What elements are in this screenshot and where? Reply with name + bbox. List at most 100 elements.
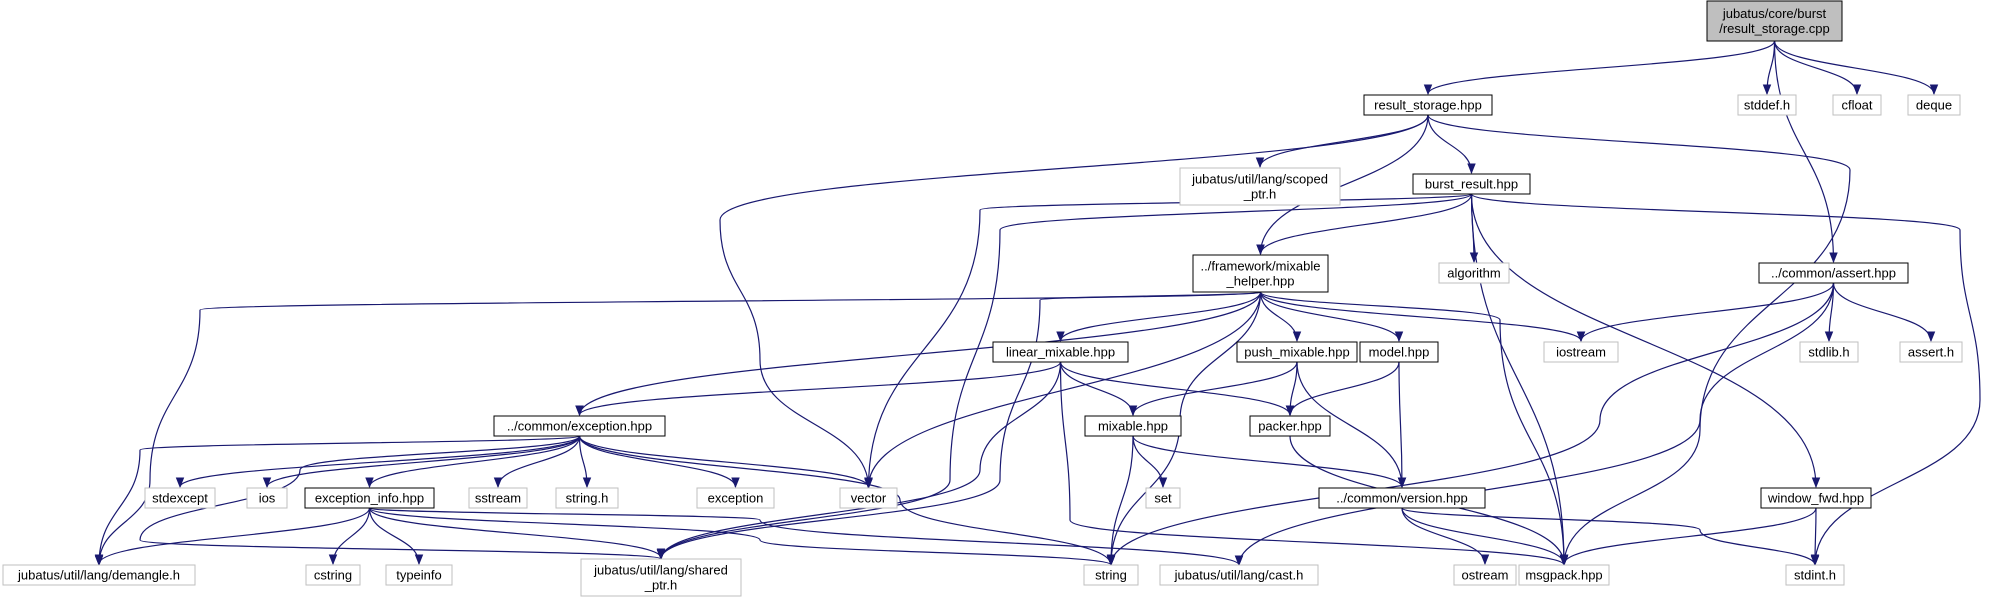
node-box — [1438, 262, 1510, 284]
node-label: exception — [708, 491, 764, 506]
node-box — [1359, 341, 1439, 363]
node-box — [1363, 94, 1493, 116]
node-label: ostream — [1462, 568, 1509, 583]
node-label: set — [1154, 491, 1172, 506]
node-version_hpp[interactable]: ../common/version.hpp — [1318, 487, 1486, 509]
node-label: packer.hpp — [1258, 419, 1322, 434]
node-ios: ios — [246, 487, 288, 509]
node-burst_result_hpp[interactable]: burst_result.hpp — [1412, 173, 1531, 195]
edge-burst_result_hpp-to-window_fwd_hpp — [1470, 193, 1821, 489]
node-box — [1236, 341, 1358, 363]
node-packer_hpp[interactable]: packer.hpp — [1249, 415, 1331, 437]
node-box — [1760, 487, 1872, 509]
node-box — [1318, 487, 1486, 509]
node-label: jubatus/util/lang/cast.h — [1174, 568, 1304, 583]
node-exception_info_hpp[interactable]: exception_info.hpp — [304, 487, 435, 509]
node-iostream: iostream — [1543, 341, 1619, 363]
node-cstring: cstring — [305, 564, 361, 586]
edge-exception_hpp-to-ios — [262, 435, 581, 489]
node-label: msgpack.hpp — [1525, 568, 1602, 583]
node-box — [1249, 415, 1331, 437]
edge-version_hpp-to-ostream — [1401, 507, 1490, 566]
node-box — [385, 564, 453, 586]
node-label: linear_mixable.hpp — [1006, 345, 1115, 360]
edge-burst_result_hpp-to-msgpack_hpp — [1470, 193, 1569, 566]
node-label: jubatus/util/lang/shared — [593, 563, 728, 578]
node-box — [493, 415, 666, 437]
node-box — [580, 558, 742, 597]
node-label: push_mixable.hpp — [1244, 345, 1350, 360]
node-label: ../framework/mixable — [1201, 259, 1321, 274]
node-window_fwd_hpp[interactable]: window_fwd.hpp — [1760, 487, 1872, 509]
node-label: stddef.h — [1744, 98, 1790, 113]
node-box — [1706, 0, 1843, 42]
node-push_mixable_hpp[interactable]: push_mixable.hpp — [1236, 341, 1358, 363]
node-stddef_h: stddef.h — [1737, 94, 1797, 116]
edge-assert_hpp-to-iostream — [1576, 282, 1835, 343]
node-algorithm: algorithm — [1438, 262, 1510, 284]
node-box — [1832, 94, 1882, 116]
edge-linear_mixable_hpp-to-msgpack_hpp — [1059, 361, 1569, 567]
node-set: set — [1145, 487, 1181, 509]
node-label: cstring — [314, 568, 352, 583]
node-root[interactable]: jubatus/core/burst/result_storage.cpp — [1706, 0, 1843, 42]
node-msgpack_hpp: msgpack.hpp — [1518, 564, 1610, 586]
edge-exception_hpp-to-sstream — [493, 435, 581, 489]
node-box — [1737, 94, 1797, 116]
edge-exception_hpp-to-string_h — [578, 435, 592, 489]
node-stdlib_h: stdlib.h — [1799, 341, 1859, 363]
node-label: algorithm — [1447, 266, 1500, 281]
node-label: exception_info.hpp — [315, 491, 424, 506]
node-mixable_hpp[interactable]: mixable.hpp — [1084, 415, 1182, 437]
edge-root-to-assert_hpp — [1773, 40, 1838, 264]
node-label: vector — [851, 491, 887, 506]
node-box — [1899, 341, 1963, 363]
edge-exception_hpp-to-shared_ptr_h — [139, 435, 665, 561]
node-label: ../common/version.hpp — [1336, 491, 1468, 506]
node-result_storage_hpp[interactable]: result_storage.hpp — [1363, 94, 1493, 116]
edge-exception_hpp-to-vector — [578, 435, 873, 489]
node-exception_hpp[interactable]: ../common/exception.hpp — [493, 415, 666, 437]
edge-assert_hpp-to-cast_h — [1234, 282, 1835, 567]
node-box — [555, 487, 619, 509]
edge-exception_hpp-to-stdexcept — [175, 435, 581, 489]
node-string: string — [1083, 564, 1139, 586]
edge-exception_info_hpp-to-cstring — [328, 507, 371, 566]
edge-mixable_helper_hpp-to-vector — [864, 291, 1262, 489]
node-assert_hpp[interactable]: ../common/assert.hpp — [1758, 262, 1909, 284]
node-box — [1785, 564, 1845, 586]
node-label: sstream — [475, 491, 521, 506]
edge-window_fwd_hpp-to-msgpack_hpp — [1559, 507, 1817, 566]
node-label: jubatus/util/lang/demangle.h — [17, 568, 180, 583]
edge-push_mixable_hpp-to-mixable_hpp — [1128, 361, 1298, 417]
node-scoped_ptr_h: jubatus/util/lang/scoped_ptr.h — [1179, 167, 1341, 206]
node-label: ios — [259, 491, 276, 506]
node-box — [1907, 94, 1961, 116]
edge-root-to-cfloat — [1773, 40, 1862, 96]
node-model_hpp[interactable]: model.hpp — [1359, 341, 1439, 363]
edge-burst_result_hpp-to-mixable_helper_hpp — [1256, 193, 1473, 256]
node-box — [246, 487, 288, 509]
edge-push_mixable_hpp-to-version_hpp — [1296, 361, 1407, 489]
node-label: string.h — [566, 491, 609, 506]
edge-root-to-stddef_h — [1762, 40, 1776, 96]
edge-mixable_helper_hpp-to-msgpack_hpp — [1259, 291, 1569, 567]
node-label: /result_storage.cpp — [1719, 21, 1830, 36]
node-label: cfloat — [1841, 98, 1872, 113]
node-mixable_helper_hpp[interactable]: ../framework/mixable_helper.hpp — [1192, 254, 1329, 293]
edge-exception_info_hpp-to-demangle_h — [94, 507, 371, 566]
node-label: window_fwd.hpp — [1767, 491, 1864, 506]
node-box — [1083, 564, 1139, 586]
edge-burst_result_hpp-to-vector — [864, 193, 1473, 490]
node-linear_mixable_hpp[interactable]: linear_mixable.hpp — [992, 341, 1129, 363]
edge-result_storage_hpp-to-mixable_helper_hpp — [1256, 114, 1429, 256]
node-exception: exception — [696, 487, 775, 509]
node-box — [1758, 262, 1909, 284]
node-box — [1192, 254, 1329, 293]
edge-result_storage_hpp-to-vector — [719, 114, 1429, 490]
node-box — [696, 487, 775, 509]
node-box — [1179, 167, 1341, 206]
edge-burst_result_hpp-to-stdint_h — [1470, 193, 1981, 567]
node-box — [2, 564, 196, 586]
node-demangle_h: jubatus/util/lang/demangle.h — [2, 564, 196, 586]
